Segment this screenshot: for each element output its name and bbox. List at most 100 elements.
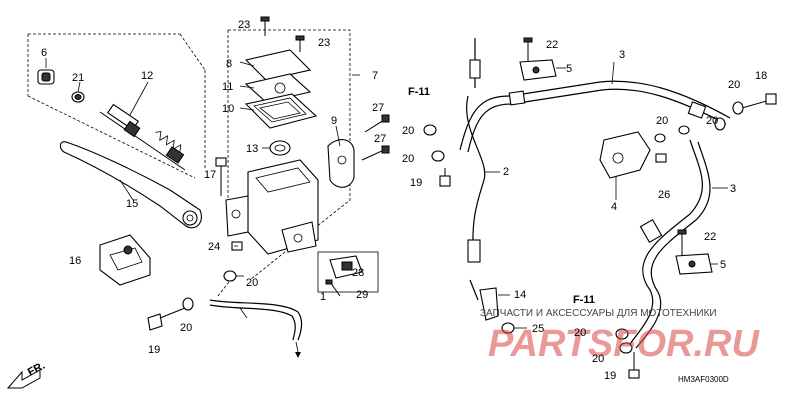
- part-label: 8: [226, 58, 232, 70]
- part-label: 19: [148, 344, 160, 356]
- part-label: 27: [372, 102, 384, 114]
- watermark: ЗАПЧАСТИ И АКСЕССУАРЫ ДЛЯ МОТОТЕХНИКИ PA…: [480, 308, 760, 365]
- part-label: 12: [141, 70, 153, 82]
- bolt-part-19-bottom: [628, 352, 640, 379]
- ref-label-f11-top: F-11: [408, 86, 430, 98]
- part-label: 27: [374, 133, 386, 145]
- part-label: 15: [126, 198, 138, 210]
- part-label: 4: [611, 201, 617, 213]
- clamp-part-22-bottom: [677, 229, 687, 256]
- part-label: 22: [704, 231, 716, 243]
- part-label: 5: [720, 259, 726, 271]
- washer-part-20-r4: [714, 117, 726, 131]
- part-label: 20: [402, 153, 414, 165]
- part-label: 3: [619, 49, 625, 61]
- bolt-part-26: [655, 153, 667, 163]
- part-label: 3: [730, 183, 736, 195]
- part-label: 17: [204, 169, 216, 181]
- bolt-part-17: [215, 157, 227, 196]
- leader-lines: [45, 58, 728, 329]
- hose-part-3-top: [459, 80, 731, 153]
- front-direction-arrow: FR.: [6, 360, 47, 389]
- switch-part-28: [329, 255, 363, 279]
- washer-part-20-mid: [223, 270, 237, 282]
- diaphragm-part-10: [244, 93, 318, 129]
- master-cylinder-body: [225, 159, 319, 255]
- bolt-part-19-left: [147, 305, 191, 331]
- washer-part-20-r1: [654, 133, 666, 143]
- washer-part-20-left: [182, 297, 194, 311]
- part-label: 9: [331, 115, 337, 127]
- part-label: 5: [566, 63, 572, 75]
- piston-set-part-12: [99, 103, 186, 171]
- oring-part-13: [269, 140, 291, 156]
- part-label: 23: [318, 37, 330, 49]
- part-label: 7: [372, 70, 378, 82]
- part-label: 6: [41, 47, 47, 59]
- part-label: 26: [658, 189, 670, 201]
- direction-label: FR.: [26, 360, 47, 379]
- part-label: 1: [320, 291, 326, 303]
- brake-line-part-2: [466, 38, 486, 301]
- washer-part-20-f11a: [423, 124, 437, 136]
- washer-part-20-r3: [732, 101, 744, 115]
- part-label: 16: [69, 255, 81, 267]
- part-label: 20: [592, 353, 604, 365]
- part-label: 20: [728, 79, 740, 91]
- brake-switch-box: [317, 251, 379, 293]
- part-label: 11: [222, 81, 233, 93]
- part-label: 20: [706, 115, 718, 127]
- screw-part-23-right: [295, 35, 305, 52]
- washer-part-20-r2: [678, 125, 690, 135]
- screw-part-23-top: [260, 16, 270, 36]
- watermark-subtitle: ЗАПЧАСТИ И АКСЕССУАРЫ ДЛЯ МОТОТЕХНИКИ: [480, 308, 717, 319]
- hose-part-3-right: [629, 139, 711, 349]
- part-label: 18: [755, 70, 767, 82]
- diagram-code: HM3AF0300D: [678, 375, 729, 384]
- plate-part-11: [244, 73, 312, 103]
- reservoir-cap-part-8: [244, 49, 312, 81]
- clamp-part-5-bottom: [675, 253, 713, 275]
- part-label: 19: [604, 370, 616, 382]
- part-label: 2: [503, 166, 509, 178]
- screw-part-29: [325, 279, 341, 297]
- part-label: 13: [246, 143, 258, 155]
- bolt-part-18: [741, 93, 777, 109]
- clamp-part-5-top: [519, 59, 557, 81]
- screw-part-27-b: [361, 145, 390, 161]
- washer-part-20-bottom-a: [615, 328, 629, 340]
- part-label: 10: [222, 103, 234, 115]
- screw-part-27-a: [364, 114, 390, 133]
- brake-lever-part-15: [59, 141, 202, 229]
- left-assembly-box: [27, 33, 206, 179]
- part-label: 23: [238, 19, 250, 31]
- washer-part-20-bottom-b: [619, 342, 633, 354]
- holder-part-9: [327, 139, 355, 188]
- bracket-part-14: [479, 287, 499, 321]
- watermark-brand: PARTSFOR.RU: [488, 323, 760, 365]
- part-label: 20: [180, 322, 192, 334]
- bracket-part-4: [599, 131, 651, 179]
- ring-part-21: [71, 91, 85, 103]
- washer-part-20-f11b: [431, 150, 445, 162]
- part-label: 22: [546, 39, 558, 51]
- part-label: 20: [574, 327, 586, 339]
- part-number-labels: 1 2 3 3 4 5 5 6 7 8 9 10 11 12 13 14 15 …: [41, 19, 767, 382]
- part-label: 14: [514, 289, 526, 301]
- part-label: 29: [356, 289, 368, 301]
- cap-part-6: [37, 69, 55, 85]
- part-label: 21: [72, 72, 84, 84]
- clamp-part-22-top: [523, 37, 533, 62]
- part-label: 20: [656, 115, 668, 127]
- part-label: 25: [532, 323, 544, 335]
- part-label: 20: [402, 125, 414, 137]
- part-label: 19: [410, 177, 422, 189]
- ref-label-f11-bottom: F-11: [573, 294, 595, 306]
- part-label: 28: [352, 267, 364, 279]
- part-label: 24: [208, 241, 220, 253]
- brake-hose-part-1: [209, 277, 303, 358]
- bracket-part-16: [99, 234, 151, 286]
- part-label: 20: [246, 277, 258, 289]
- bolt-part-19-mid: [439, 168, 451, 187]
